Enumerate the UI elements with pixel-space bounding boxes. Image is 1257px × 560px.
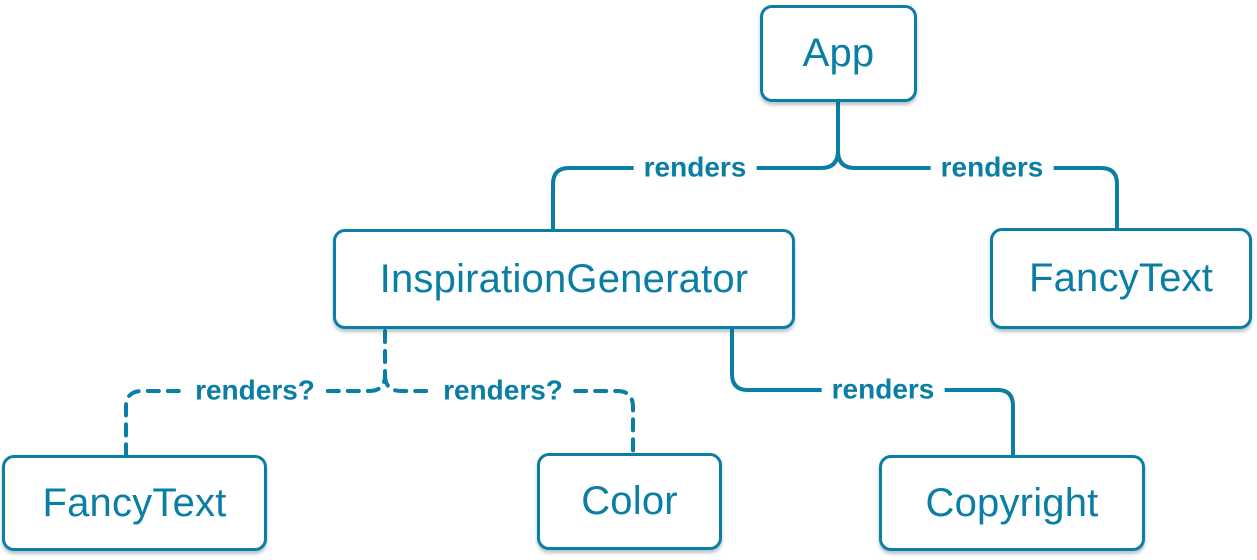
node-fancy-text-top: FancyText: [990, 228, 1252, 329]
edge-inspirationgenerator-to-color: [383, 373, 635, 455]
node-color: Color: [537, 453, 722, 550]
edge-label-inspirationgenerator-to-copyright: renders: [821, 373, 945, 407]
node-copyright: Copyright: [879, 455, 1145, 551]
node-copyright-label: Copyright: [925, 480, 1099, 525]
node-fancy-text-top-label: FancyText: [1028, 256, 1214, 300]
edge-label-app-to-inspirationgenerator: renders: [633, 151, 757, 185]
node-inspiration-generator: InspirationGenerator: [333, 229, 795, 329]
edge-app-to-fancytext: [836, 149, 1119, 230]
node-app: App: [760, 5, 917, 102]
node-color-label: Color: [581, 479, 678, 523]
edge-label-inspirationgenerator-to-fancytext: renders?: [185, 374, 325, 408]
node-app-label: App: [802, 31, 875, 75]
edge-label-app-to-fancytext: renders: [930, 151, 1054, 185]
node-inspiration-generator-label: InspirationGenerator: [379, 256, 749, 301]
node-fancy-text-bottom-label: FancyText: [42, 480, 227, 525]
node-fancy-text-bottom: FancyText: [2, 455, 267, 551]
edge-label-inspirationgenerator-to-color: renders?: [433, 374, 573, 408]
